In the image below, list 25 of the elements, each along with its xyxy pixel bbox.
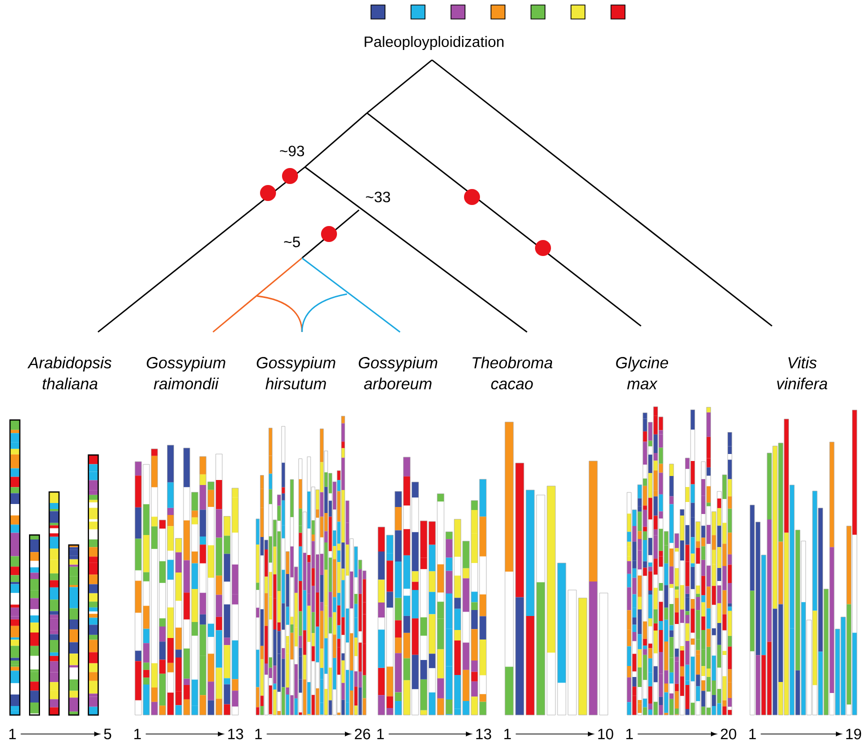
age-label: ~93 — [280, 146, 304, 156]
axis-number: 13 — [476, 728, 492, 740]
axis-number: 1 — [9, 728, 16, 740]
axis-number: 1 — [255, 728, 262, 740]
axis-number: 1 — [134, 728, 141, 740]
axis-number: 1 — [504, 728, 511, 740]
age-label: ~33 — [366, 192, 390, 202]
axis-number: 20 — [720, 728, 736, 740]
axis-number: 13 — [228, 728, 244, 740]
axis-number: 26 — [354, 728, 370, 740]
species-name: Arabidopsis thaliana — [27, 356, 112, 390]
age-label: ~5 — [284, 236, 300, 248]
axis-number: 19 — [846, 728, 862, 740]
species-name: Gossypium hirsutum — [256, 356, 336, 390]
axis-number: 1 — [377, 728, 384, 740]
species-name: Theobroma cacao — [472, 356, 552, 390]
species-name: Gossypium arboreum — [358, 356, 438, 390]
species-name: Gossypium raimondii — [146, 356, 226, 390]
axis-number: 5 — [104, 728, 112, 740]
axis-number: 10 — [598, 728, 614, 740]
species-name: Glycine max — [616, 356, 668, 390]
title-label: Paleoployploidization — [364, 36, 504, 50]
species-name: Vitis vinifera — [777, 356, 828, 390]
axis-number: 1 — [749, 728, 756, 740]
axis-number: 1 — [626, 728, 633, 740]
